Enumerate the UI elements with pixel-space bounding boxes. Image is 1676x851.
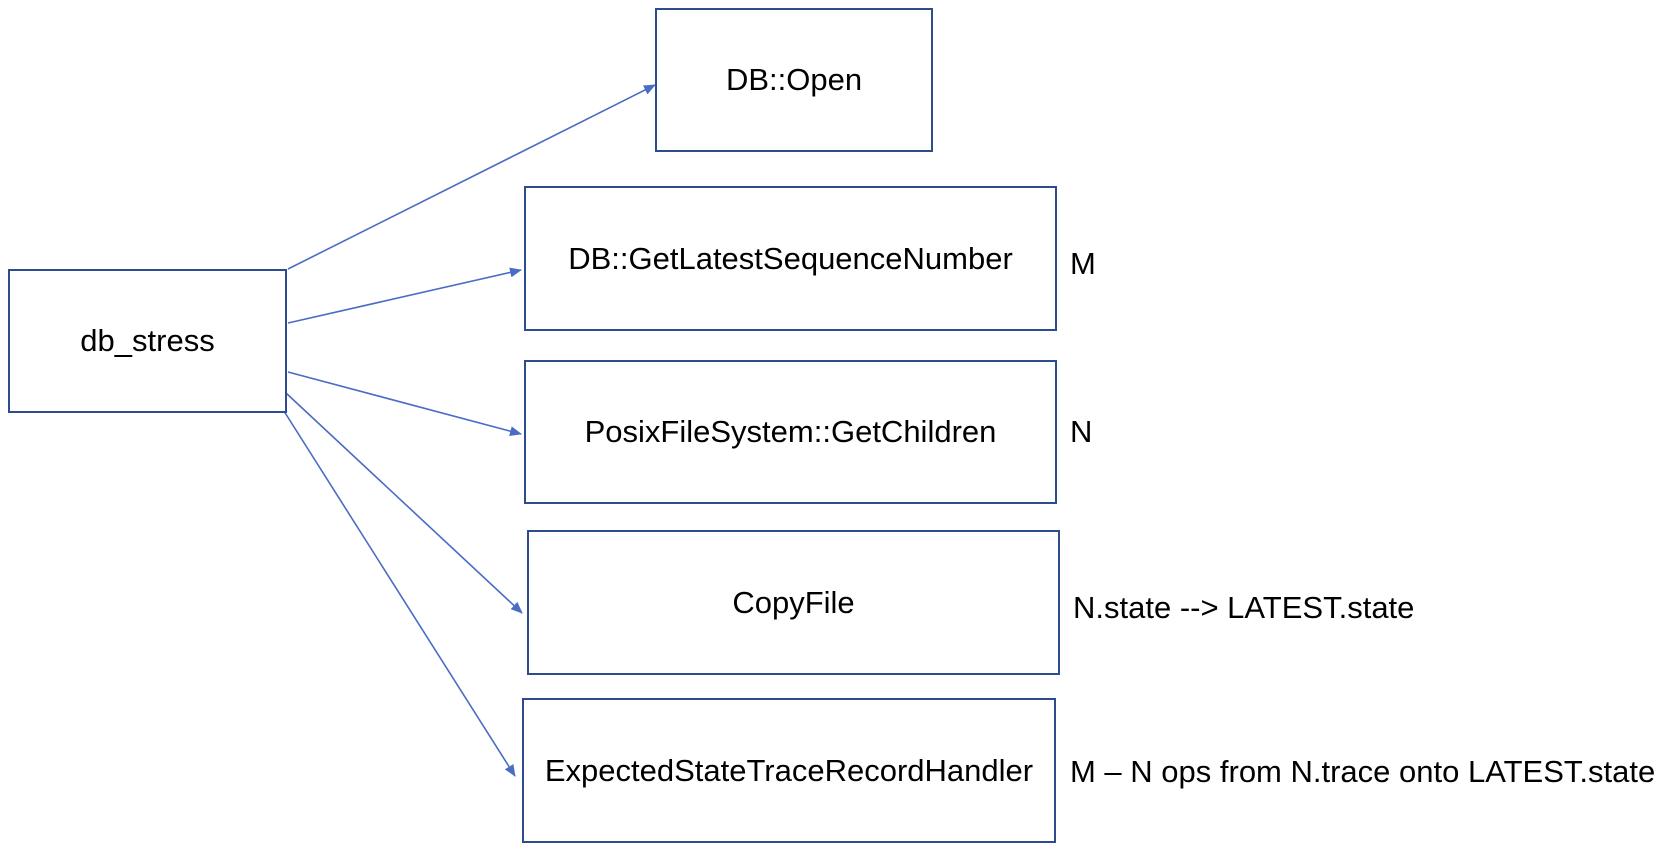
arrow-to-trace-record-handler	[281, 407, 516, 777]
get-children-label: PosixFileSystem::GetChildren	[584, 414, 997, 449]
db-stress-label: db_stress	[80, 323, 215, 358]
annotation-n: N	[1070, 414, 1093, 449]
arrow-to-get-children	[287, 371, 522, 437]
arrow-to-copy-file	[285, 392, 523, 614]
arrow-to-db-open	[287, 84, 656, 270]
trace-record-handler-label: ExpectedStateTraceRecordHandler	[544, 752, 1034, 788]
copy-file-node: CopyFile	[527, 530, 1060, 675]
trace-record-handler-node: ExpectedStateTraceRecordHandler	[522, 698, 1056, 843]
get-latest-sequence-number-node: DB::GetLatestSequenceNumber	[524, 186, 1057, 331]
db-open-label: DB::Open	[725, 62, 863, 97]
arrow-to-get-latest-sequence-number	[287, 267, 522, 324]
annotation-m: M	[1070, 246, 1096, 281]
annotation-copy-file: N.state --> LATEST.state	[1073, 590, 1415, 625]
annotation-trace-handler: M – N ops from N.trace onto LATEST.state	[1070, 754, 1656, 789]
db-open-node: DB::Open	[655, 8, 933, 152]
get-latest-sequence-number-label: DB::GetLatestSequenceNumber	[568, 240, 1013, 276]
copy-file-label: CopyFile	[732, 584, 855, 620]
get-children-node: PosixFileSystem::GetChildren	[524, 360, 1057, 504]
db-stress-node: db_stress	[8, 269, 287, 413]
